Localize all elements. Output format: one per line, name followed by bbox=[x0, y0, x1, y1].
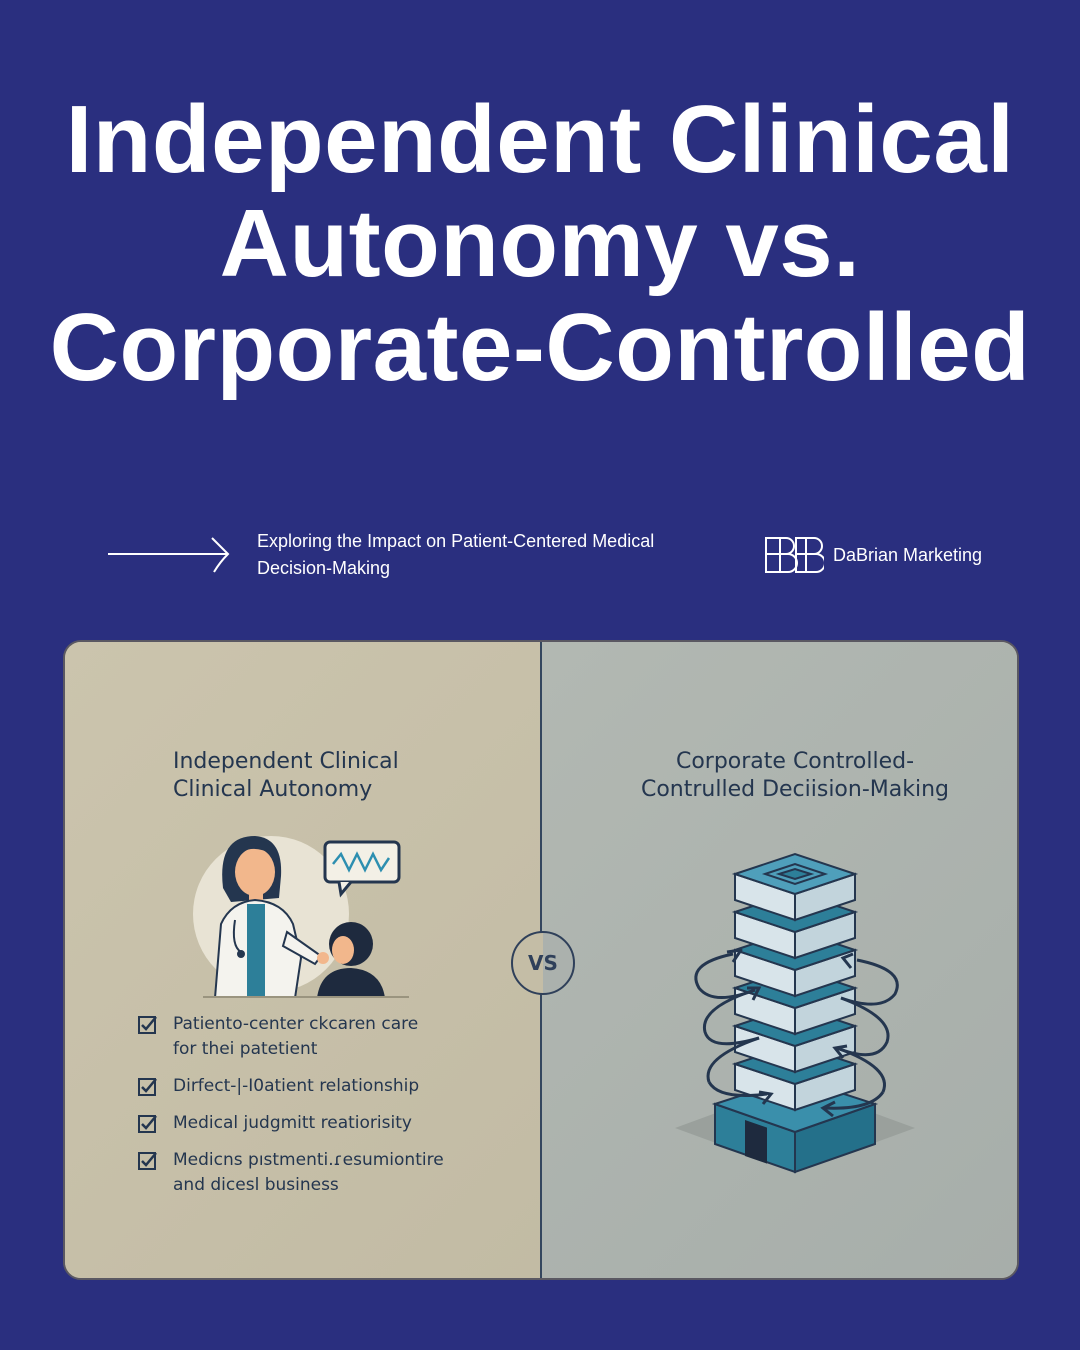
flow-arrows-right bbox=[820, 952, 899, 1118]
title-line-3: Corporate-Controlled bbox=[49, 294, 1031, 401]
patient-figure bbox=[317, 922, 385, 998]
page-title: Independent Clinical Autonomy vs. Corpor… bbox=[0, 88, 1080, 400]
tower-layers bbox=[731, 852, 859, 1112]
corporate-heading: Corporate Controlled- Contrulled Deciisi… bbox=[640, 749, 950, 802]
arrow-right-icon bbox=[108, 537, 230, 573]
vs-badge: VS bbox=[511, 931, 575, 995]
checkbox-checked-icon bbox=[138, 1016, 157, 1034]
list-item: Dirfect-|-I0atient relationship bbox=[137, 1074, 517, 1099]
list-item: Medicns pıstmenti.ɾesumiontire and dices… bbox=[137, 1148, 517, 1198]
title-line-1: Independent Clinical bbox=[65, 86, 1015, 193]
checklist-item-text: Dirfect-|-I0atient relationship bbox=[173, 1076, 420, 1096]
checkbox-checked-icon bbox=[138, 1078, 157, 1096]
independent-heading: Independent Clinical Clinical Autonomy bbox=[173, 749, 399, 802]
subtitle: Exploring the Impact on Patient-Centered… bbox=[257, 531, 655, 578]
speech-bubble-icon bbox=[323, 840, 401, 898]
comparison-card: Independent Clinical Clinical Autonomy C… bbox=[63, 640, 1019, 1280]
flow-arrows-left bbox=[694, 948, 774, 1105]
corporate-tower-illustration bbox=[675, 852, 915, 1174]
checklist-item-text: Medical judgmitt reatiorisity bbox=[173, 1113, 412, 1133]
title-line-2: Autonomy vs. bbox=[219, 190, 861, 297]
checklist-item-text: Medicns pıstmenti.ɾesumiontire and dices… bbox=[173, 1150, 444, 1195]
brand-name: DaBrian Marketing bbox=[833, 545, 983, 565]
checkbox-checked-icon bbox=[138, 1152, 157, 1170]
doctor-figure bbox=[213, 836, 329, 998]
list-item: Medical judgmitt reatiorisity bbox=[137, 1111, 517, 1136]
list-item: Patiento-center ckcaren care for thei pa… bbox=[137, 1012, 517, 1062]
checkbox-checked-icon bbox=[138, 1115, 157, 1133]
checklist: Patiento-center ckcaren care for thei pa… bbox=[137, 1012, 517, 1210]
doctor-patient-illustration bbox=[193, 836, 409, 998]
brand-logo-icon bbox=[765, 537, 824, 573]
checklist-item-text: Patiento-center ckcaren care for thei pa… bbox=[173, 1014, 419, 1059]
